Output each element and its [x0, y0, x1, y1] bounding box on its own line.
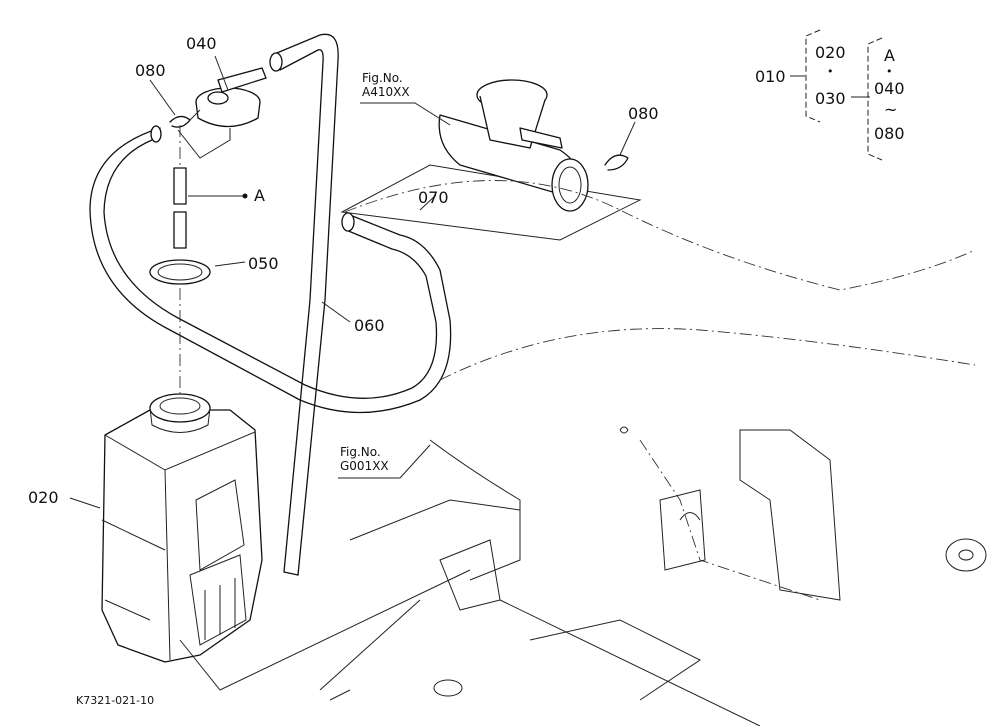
group-brackets	[805, 29, 883, 161]
group-tilde: ~	[884, 100, 898, 119]
group-020-label: 020	[815, 43, 846, 62]
valve-assembly-drawing	[340, 79, 642, 241]
fig-ref-g001-number: G001XX	[340, 459, 389, 474]
pipe-a-drawing	[149, 125, 231, 395]
part-080-right-label: 080	[628, 104, 659, 123]
group-a-label: A	[884, 46, 895, 65]
group-040-label: 040	[874, 79, 905, 98]
hose-060-drawing	[269, 33, 339, 576]
group-080-label: 080	[874, 124, 905, 143]
cap-040-drawing	[169, 67, 267, 128]
group-030-label: 030	[815, 89, 846, 108]
fig-ref-g001[interactable]: Fig.No. G001XX	[340, 445, 389, 474]
part-050-label: 050	[248, 254, 279, 273]
drawing-code: K7321-021-10	[76, 694, 155, 707]
chassis-drawing	[179, 180, 987, 726]
part-070-label: 070	[418, 188, 449, 207]
fig-ref-g001-prefix: Fig.No.	[340, 445, 381, 459]
part-a-label: A	[254, 186, 265, 205]
reservoir-tank-drawing	[101, 393, 263, 663]
part-060-label: 060	[354, 316, 385, 335]
group-dot-1: •	[827, 65, 834, 78]
part-020-label: 020	[28, 488, 59, 507]
fig-ref-a410-prefix: Fig.No.	[362, 71, 403, 85]
hose-070-drawing	[89, 125, 452, 414]
fig-ref-a410-number: A410XX	[362, 85, 410, 100]
group-dot-2: •	[886, 65, 893, 78]
part-080-left-label: 080	[135, 61, 166, 80]
fig-ref-a410[interactable]: Fig.No. A410XX	[362, 71, 410, 100]
part-040-label: 040	[186, 34, 217, 53]
part-010-label: 010	[755, 67, 786, 86]
leader-lines	[69, 55, 870, 509]
